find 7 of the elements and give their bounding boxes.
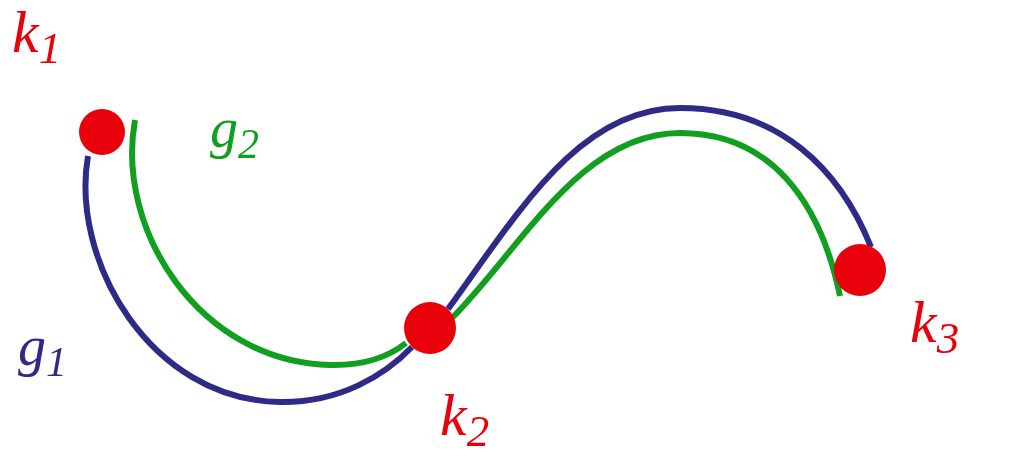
curve — [445, 105, 874, 311]
point-label: k$_{3}$ — [910, 292, 960, 352]
curve — [449, 130, 843, 321]
point-label: k$_{1}$ — [12, 2, 62, 62]
point-label: k$_{2}$ — [440, 385, 490, 445]
curve — [82, 155, 415, 405]
curve — [129, 119, 408, 368]
